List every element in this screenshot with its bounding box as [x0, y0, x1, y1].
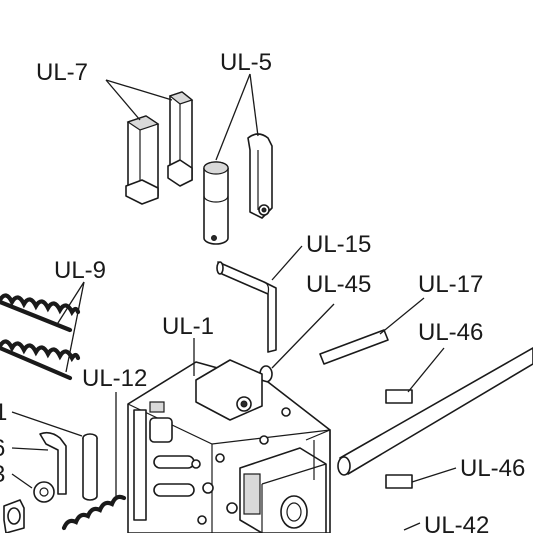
part-ul46-pad-bottom — [385, 474, 413, 489]
part-ul46-pad-top — [385, 389, 413, 404]
part-receiver-body — [127, 359, 331, 533]
part-ul5-pin — [203, 161, 229, 245]
callout-cut-left-3: 3 — [0, 461, 5, 488]
callout-cut-left-1: 1 — [0, 399, 7, 426]
leader-lines — [11, 73, 457, 531]
part-long-rod — [337, 347, 533, 476]
part-ul7-brackets — [125, 91, 194, 205]
callout-ul15: UL-15 — [306, 231, 371, 258]
callout-ul46-bottom: UL-46 — [460, 455, 525, 482]
callout-ul7: UL-7 — [36, 59, 88, 86]
part-ul9-springs — [0, 293, 81, 381]
callout-ul42: UL-42 — [424, 512, 489, 533]
callout-ul46-top: UL-46 — [418, 319, 483, 346]
part-ul17-strip — [319, 329, 389, 365]
callout-ul5: UL-5 — [220, 49, 272, 76]
part-left-cutoff-pieces — [3, 431, 98, 533]
callout-ul1: UL-1 — [162, 313, 214, 340]
callout-ul12: UL-12 — [82, 365, 147, 392]
part-ul12-spring — [61, 494, 127, 531]
callout-cut-left-2: 6 — [0, 435, 5, 462]
part-ul15-bent-rod — [216, 261, 277, 353]
callout-ul9: UL-9 — [54, 257, 106, 284]
callout-ul45: UL-45 — [306, 271, 371, 298]
callout-ul17: UL-17 — [418, 271, 483, 298]
part-ul5-hook-plate — [247, 133, 273, 219]
